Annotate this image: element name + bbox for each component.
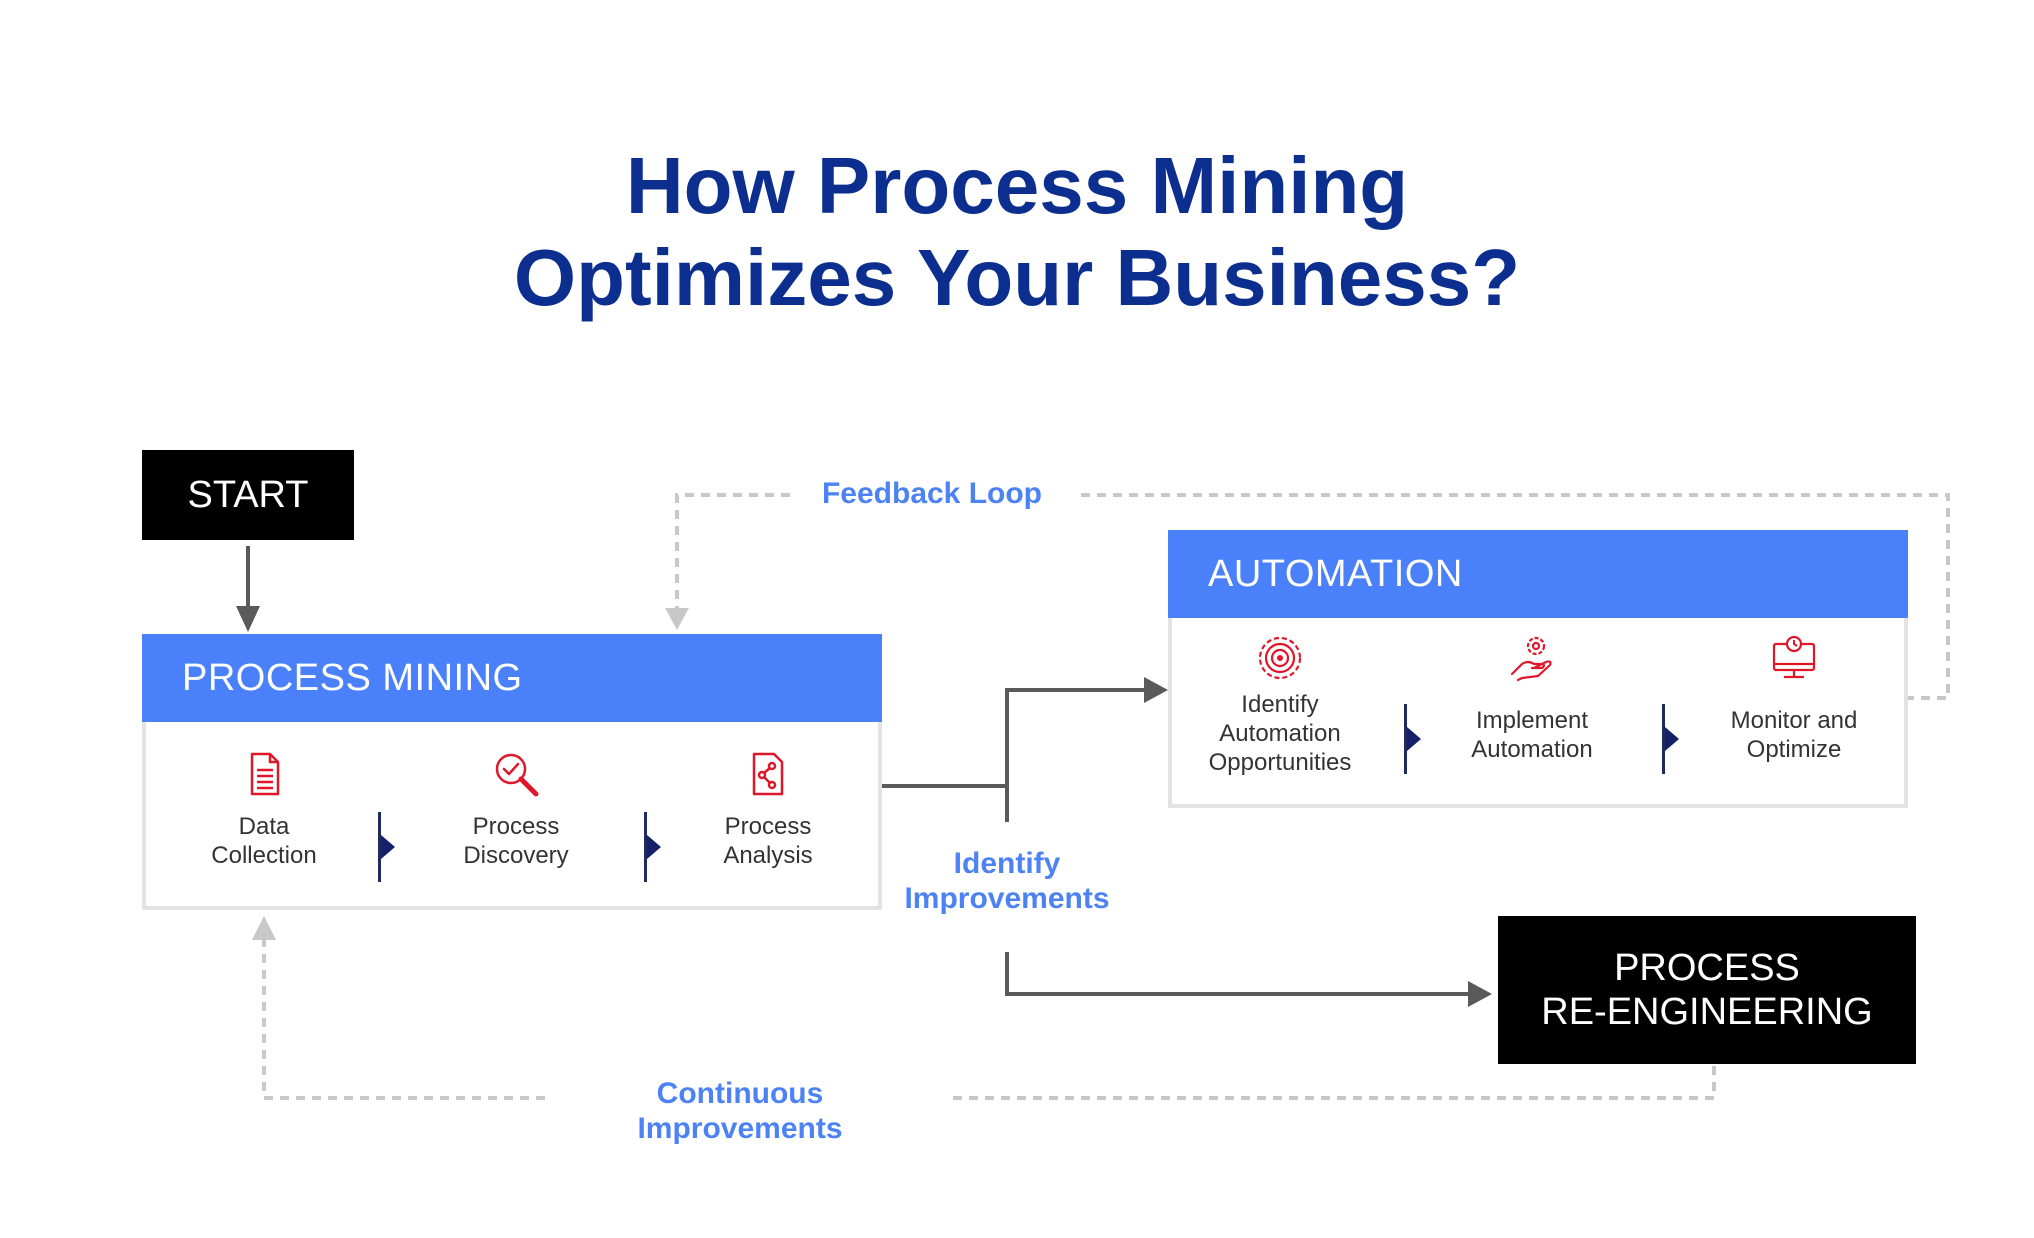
analysis-document-icon bbox=[752, 752, 784, 796]
automation-panel: AUTOMATION Identify Automation Opportuni… bbox=[1168, 530, 1908, 808]
automation-body: Identify Automation Opportunities Implem… bbox=[1168, 618, 1908, 808]
process-reengineering-node: PROCESS RE-ENGINEERING bbox=[1498, 916, 1916, 1064]
continuous-improvements-arrowhead bbox=[252, 916, 276, 940]
step-data-collection: Data Collection bbox=[186, 750, 342, 870]
process-mining-header: PROCESS MINING bbox=[142, 634, 882, 722]
process-mining-panel: PROCESS MINING Data Collection Process D… bbox=[142, 634, 882, 910]
step-implement-automation: Implement Automation bbox=[1444, 634, 1620, 764]
process-mining-body: Data Collection Process Discovery Pro bbox=[142, 722, 882, 910]
reengineering-line-1: PROCESS bbox=[1614, 947, 1800, 989]
magnifier-check-icon bbox=[495, 753, 539, 797]
reengineering-line-2: RE-ENGINEERING bbox=[1541, 991, 1873, 1033]
step-divider bbox=[1662, 704, 1665, 774]
monitor-clock-icon bbox=[1772, 635, 1816, 679]
start-to-mining-arrowhead bbox=[236, 606, 260, 632]
gear-target-icon bbox=[1258, 636, 1302, 680]
continuous-improvements-label: Continuous Improvements bbox=[550, 1076, 930, 1146]
step-label: Process Analysis bbox=[723, 813, 813, 869]
step-identify-automation: Identify Automation Opportunities bbox=[1192, 634, 1368, 777]
step-divider bbox=[1404, 704, 1407, 774]
step-label: Monitor and Optimize bbox=[1730, 707, 1858, 763]
start-node: START bbox=[142, 450, 354, 540]
feedback-loop-label: Feedback Loop bbox=[800, 476, 1064, 511]
feedback-loop-arrowhead bbox=[665, 608, 689, 630]
step-label: Process Discovery bbox=[463, 813, 569, 869]
step-divider-arrow bbox=[1665, 727, 1679, 751]
feedback-loop-dashed-line bbox=[675, 493, 1950, 700]
page-title-line-2: Optimizes Your Business? bbox=[513, 233, 1521, 322]
step-label: Identify Automation Opportunities bbox=[1208, 691, 1352, 776]
identify-improvements-label: Identify Improvements bbox=[880, 846, 1134, 916]
continuous-improvements-dashed-line bbox=[262, 940, 1716, 1100]
to-reengineering-arrowhead bbox=[1468, 981, 1492, 1007]
automation-header: AUTOMATION bbox=[1168, 530, 1908, 618]
hand-gear-icon bbox=[1510, 636, 1552, 682]
step-label: Data Collection bbox=[211, 813, 317, 869]
step-label: Implement Automation bbox=[1471, 707, 1593, 763]
page-title-line-1: How Process Mining bbox=[625, 141, 1409, 230]
step-divider bbox=[378, 812, 381, 882]
step-divider bbox=[644, 812, 647, 882]
step-monitor-optimize: Monitor and Optimize bbox=[1696, 634, 1892, 764]
step-divider-arrow bbox=[1407, 727, 1421, 751]
to-automation-arrowhead bbox=[1144, 677, 1168, 703]
document-icon bbox=[250, 752, 280, 796]
process-mining-title: PROCESS MINING bbox=[182, 656, 523, 699]
step-divider-arrow bbox=[647, 835, 661, 859]
step-process-analysis: Process Analysis bbox=[690, 750, 846, 870]
automation-title: AUTOMATION bbox=[1208, 552, 1463, 595]
start-label: START bbox=[187, 474, 309, 516]
step-divider-arrow bbox=[381, 835, 395, 859]
step-process-discovery: Process Discovery bbox=[438, 750, 594, 870]
